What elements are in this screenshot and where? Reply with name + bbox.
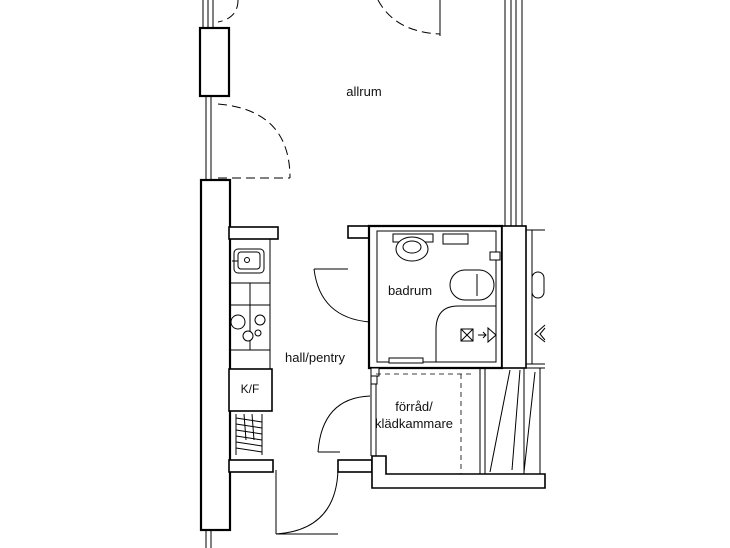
shower-icon [435, 305, 497, 362]
toilet-icon [392, 233, 434, 262]
sink-icon [232, 248, 265, 274]
door-storage [317, 395, 371, 453]
door-badrum-hall [313, 268, 371, 323]
storage-walls [370, 367, 546, 489]
door-allrum [217, 103, 291, 179]
door-swing-top-right [377, 0, 441, 35]
pentry-counter [228, 226, 279, 380]
bath-threshold [388, 357, 424, 364]
stove-icon [230, 314, 266, 342]
room-label-hall-pentry: hall/pentry [285, 350, 345, 365]
wall-cabinet [442, 233, 469, 245]
entrance-door [228, 459, 373, 535]
room-label-storage-line1: förråd/ [395, 399, 433, 414]
window-wall-right [504, 0, 523, 228]
wall-outlet [489, 251, 501, 261]
neighbor-unit [501, 225, 546, 369]
fridge-box [228, 368, 273, 412]
door-swing-top [217, 0, 239, 23]
washbasin-icon [449, 269, 495, 301]
room-label-badrum: badrum [388, 283, 432, 298]
room-label-storage-line2: klädkammare [375, 416, 453, 431]
wardrobe-hatch [235, 413, 263, 455]
room-label-allrum: allrum [346, 84, 381, 99]
kf-label: K/F [241, 382, 260, 396]
exterior-wall-left [198, 0, 232, 548]
